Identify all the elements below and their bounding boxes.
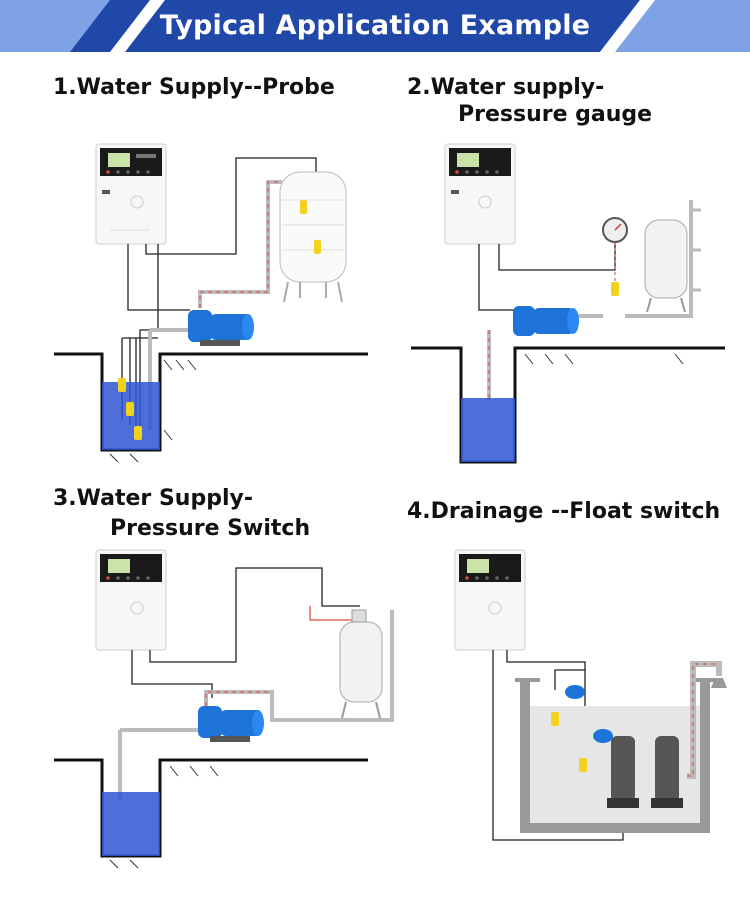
diagram-pressure-switch [54,549,394,869]
diagram-pressure-gauge [411,143,725,464]
water-tank [279,171,347,303]
sewage-pump [607,736,683,808]
pump [198,706,264,742]
controller-box [444,143,516,245]
pump [513,306,579,336]
example-2-title-line2: Pressure gauge [458,102,653,127]
pressure-tank [644,219,688,313]
controller-box [95,549,167,651]
pressure-tank [339,609,383,719]
example-4-title: 4.Drainage --Float switch [407,499,721,524]
diagram-probe [54,143,368,463]
diagram-drainage-float [454,549,727,841]
example-3-title-line1: 3.Water Supply- [53,486,253,511]
header-banner [0,0,750,52]
example-2-title-line1: 2.Water supply- [407,75,605,100]
controller-box [454,549,526,651]
controller-box [95,143,167,245]
page-title: Typical Application Example [159,10,591,41]
pump [188,310,254,346]
pressure-gauge [602,217,628,296]
example-3-title-line2: Pressure Switch [110,516,311,541]
example-1-title: 1.Water Supply--Probe [53,75,335,100]
